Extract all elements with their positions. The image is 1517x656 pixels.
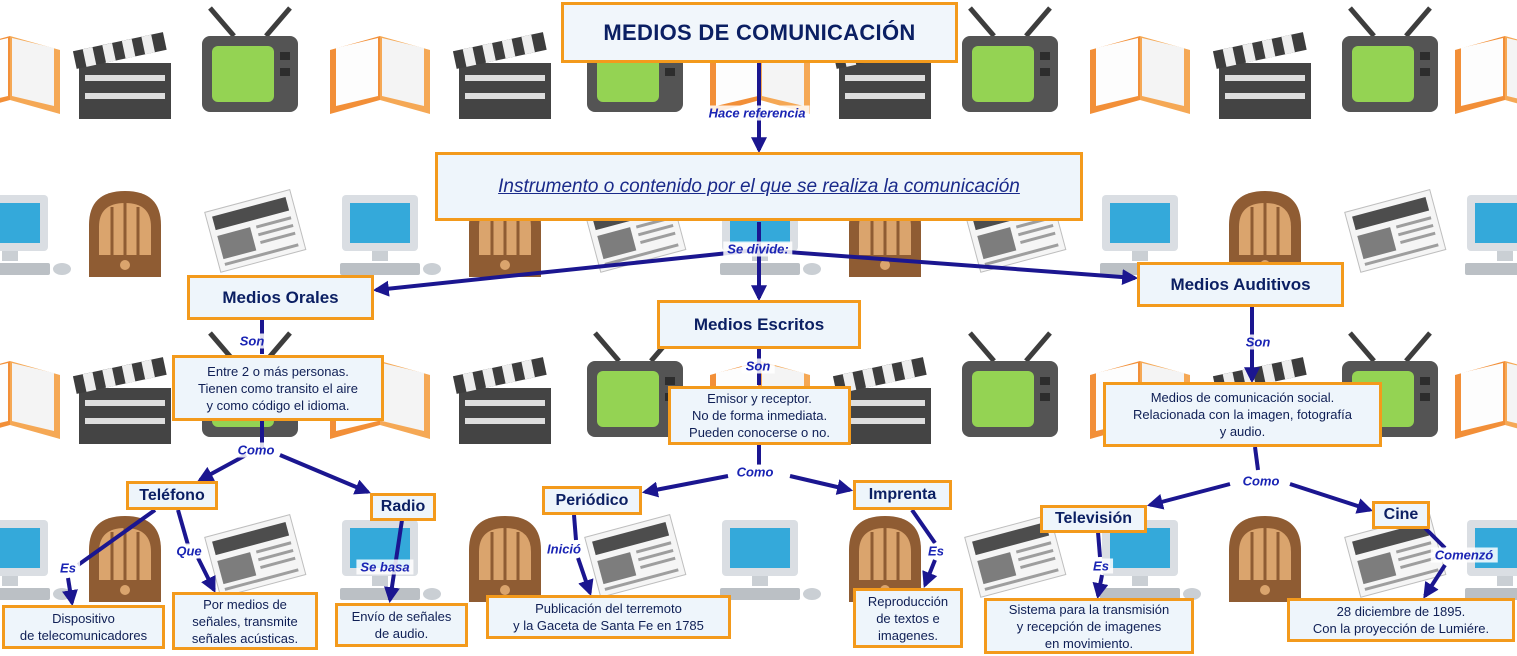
sub-telefono: Teléfono bbox=[126, 481, 218, 510]
detail-telefono-senales: Por medios de señales, transmite señales… bbox=[172, 592, 318, 650]
title-box: MEDIOS DE COMUNICACIÓN bbox=[561, 2, 958, 63]
label-como-orales: Como bbox=[233, 442, 279, 458]
label-hace-referencia: Hace referencia bbox=[704, 105, 810, 121]
detail-television: Sistema para la transmisión y recepción … bbox=[984, 598, 1194, 654]
label-es-telefono: Es bbox=[56, 560, 80, 576]
sub-cine: Cine bbox=[1372, 501, 1430, 529]
label-es-imprenta: Es bbox=[924, 543, 948, 559]
label-son-orales: Son bbox=[235, 333, 269, 349]
sub-periodico: Periódico bbox=[542, 486, 642, 515]
detail-telefono-dispositivo: Dispositivo de telecomunicadores bbox=[2, 605, 165, 649]
label-comenzo: Comenzó bbox=[1430, 547, 1498, 563]
definition-box: Instrumento o contenido por el que se re… bbox=[435, 152, 1083, 221]
desc-medios-orales: Entre 2 o más personas. Tienen como tran… bbox=[172, 355, 384, 421]
sub-television: Televisión bbox=[1040, 505, 1147, 533]
label-son-escritos: Son bbox=[741, 358, 775, 374]
label-que-telefono: Que bbox=[172, 543, 206, 559]
label-se-divide: Se divide: bbox=[723, 241, 793, 257]
sub-imprenta: Imprenta bbox=[853, 480, 952, 510]
category-medios-orales: Medios Orales bbox=[187, 275, 374, 320]
desc-medios-escritos: Emisor y receptor. No de forma inmediata… bbox=[668, 386, 851, 445]
desc-medios-auditivos: Medios de comunicación social. Relaciona… bbox=[1103, 382, 1382, 447]
category-medios-escritos: Medios Escritos bbox=[657, 300, 861, 349]
label-como-auditivos: Como bbox=[1238, 473, 1284, 489]
detail-radio: Envío de señales de audio. bbox=[335, 603, 468, 647]
detail-imprenta: Reproducción de textos e imagenes. bbox=[853, 588, 963, 648]
label-inicio: Inició bbox=[543, 541, 585, 557]
detail-cine: 28 diciembre de 1895. Con la proyección … bbox=[1287, 598, 1515, 642]
category-medios-auditivos: Medios Auditivos bbox=[1137, 262, 1344, 307]
label-son-auditivos: Son bbox=[1241, 334, 1275, 350]
label-es-television: Es bbox=[1089, 558, 1113, 574]
label-como-escritos: Como bbox=[732, 464, 778, 480]
detail-periodico: Publicación del terremoto y la Gaceta de… bbox=[486, 595, 731, 639]
label-se-basa: Se basa bbox=[356, 559, 414, 575]
sub-radio: Radio bbox=[370, 493, 436, 521]
